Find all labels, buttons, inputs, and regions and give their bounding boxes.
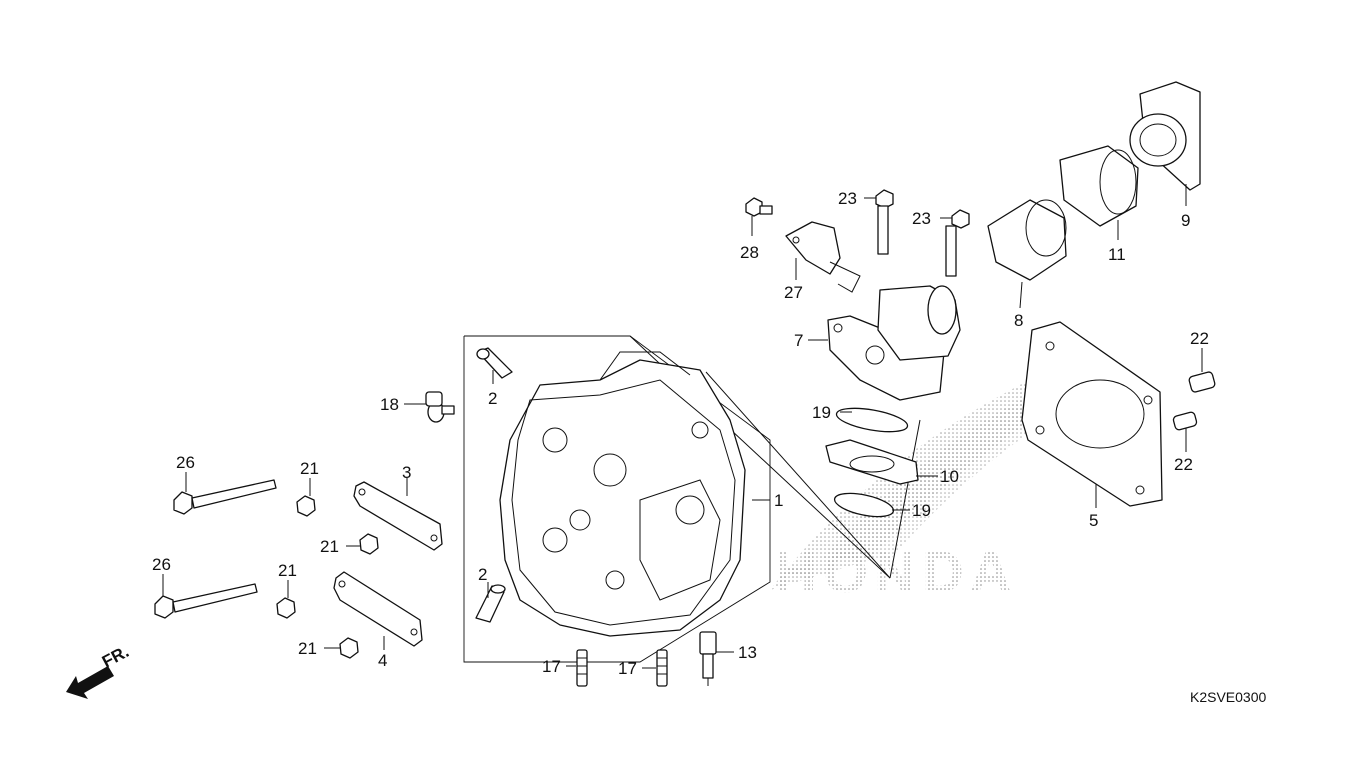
callout-21a: 21: [300, 459, 319, 478]
callout-26b: 26: [152, 555, 171, 574]
callout-4: 4: [378, 651, 387, 670]
bracket-27-part: [785, 221, 861, 293]
nut-21-b: [359, 533, 379, 555]
callout-2a: 2: [488, 389, 497, 408]
bolt-28-part: [745, 197, 773, 217]
callout-21d: 21: [298, 639, 317, 658]
diagram-code: K2SVE0300: [1190, 689, 1266, 705]
nut-21-d: [339, 637, 359, 659]
callout-8: 8: [1014, 311, 1023, 330]
dowel-pin-top: [476, 347, 513, 379]
callout-28: 28: [740, 243, 759, 262]
callout-7: 7: [794, 331, 803, 350]
o-ring-19-b: [833, 492, 895, 518]
o-ring-19-a: [835, 407, 909, 433]
bolt-23-a: [875, 189, 894, 255]
stud-bolt-left: [576, 649, 588, 687]
callout-18: 18: [380, 395, 399, 414]
callout-17a: 17: [542, 657, 561, 676]
front-arrow-icon: [66, 666, 114, 699]
plate-4-part: [333, 571, 423, 647]
callout-2b: 2: [478, 565, 487, 584]
nut-21-a: [296, 495, 316, 517]
callout-22b: 22: [1174, 455, 1193, 474]
cylinder-head-part: [499, 351, 746, 637]
callout-23b: 23: [912, 209, 931, 228]
insulator-part: [827, 285, 961, 401]
joint-8-part: [987, 199, 1067, 281]
long-bolt-upper: [173, 479, 277, 515]
honda-watermark-text: HONDA: [775, 540, 1018, 605]
callout-19a: 19: [812, 403, 831, 422]
joint-11-part: [1059, 145, 1139, 227]
cylinder-gasket-part: [1021, 321, 1163, 507]
stud-bolt-right: [656, 649, 668, 687]
callout-19b: 19: [912, 501, 931, 520]
callout-21b: 21: [320, 537, 339, 556]
leader-lines: [162, 184, 1203, 669]
dowel-22-a: [1188, 371, 1216, 393]
callout-23a: 23: [838, 189, 857, 208]
callout-9: 9: [1181, 211, 1190, 230]
nut-21-c: [276, 597, 296, 619]
callout-10: 10: [940, 467, 959, 486]
callout-26a: 26: [176, 453, 195, 472]
plate-3-part: [353, 481, 443, 551]
callout-labels: 1 2 2 3 4 5 7 8 9 10 11 13 17 17 18 19 1…: [152, 189, 1209, 678]
dowel-22-b: [1172, 411, 1198, 431]
callout-3: 3: [402, 463, 411, 482]
callout-27: 27: [784, 283, 803, 302]
gasket-10-part: [825, 439, 919, 485]
throttle-body-9-part: [1129, 81, 1201, 191]
callout-5: 5: [1089, 511, 1098, 530]
callout-17b: 17: [618, 659, 637, 678]
front-direction-label: FR.: [99, 642, 132, 672]
long-bolt-lower: [154, 583, 258, 619]
callout-21c: 21: [278, 561, 297, 580]
callout-1: 1: [774, 491, 783, 510]
dowel-pin-bottom: [475, 584, 506, 623]
spark-plug-part: [699, 631, 717, 686]
bolt-18-part: [425, 391, 455, 423]
callout-22a: 22: [1190, 329, 1209, 348]
callout-11: 11: [1108, 245, 1126, 264]
front-direction-marker: FR.: [66, 642, 132, 699]
bolt-23-b: [945, 209, 970, 277]
callout-13: 13: [738, 643, 757, 662]
